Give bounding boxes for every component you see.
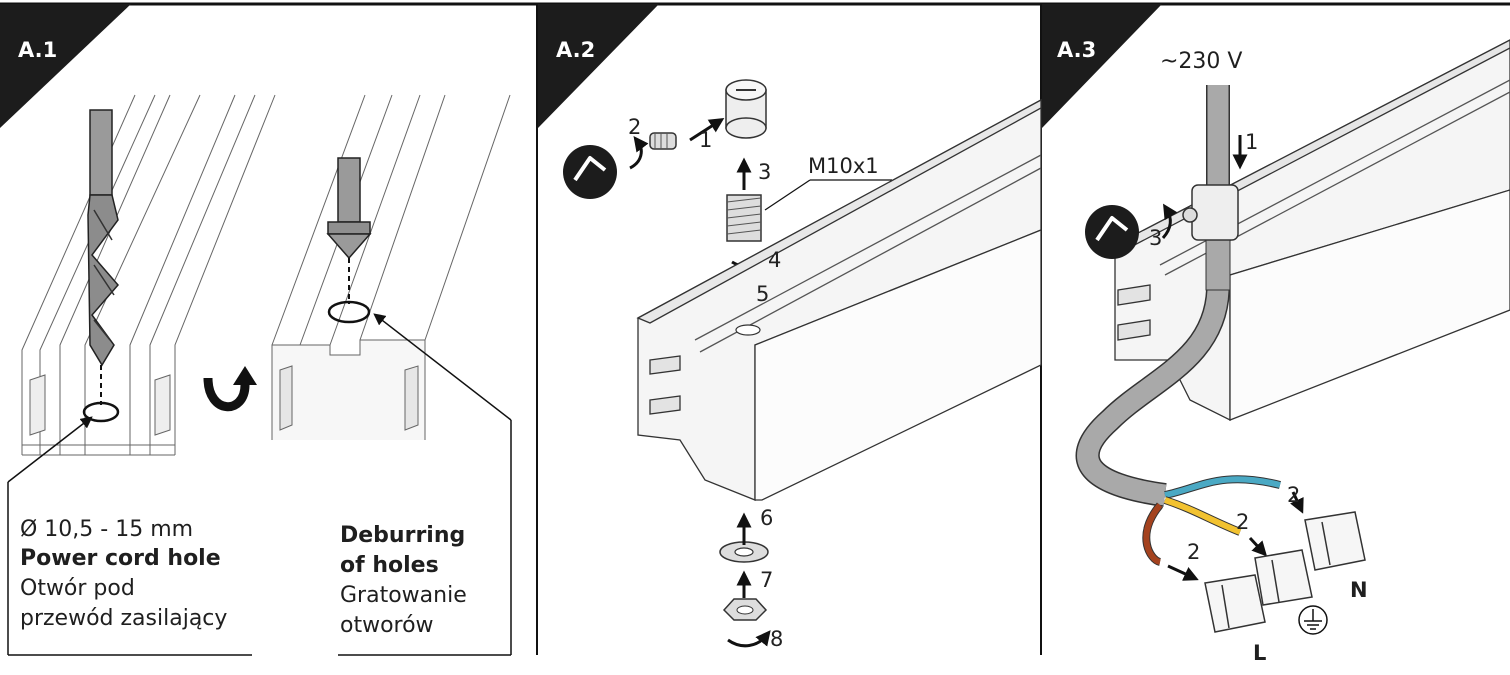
drill-bit: [87, 109, 119, 367]
hole-pl-line1: Otwór pod: [20, 576, 135, 601]
panel-a2-illustration: [563, 79, 1042, 648]
rail-profile: [636, 98, 1042, 501]
grub-screw: [649, 132, 677, 150]
connector-earth: [1254, 549, 1313, 606]
a3-step-2-earth: 2: [1236, 510, 1250, 534]
cable-gland: [1182, 184, 1239, 241]
corner-tab-a2: [538, 4, 659, 128]
hole-title-text: Power cord hole: [20, 546, 221, 571]
a3-step-2-l: 2: [1187, 540, 1201, 564]
panel-a3-illustration: [1075, 39, 1510, 635]
profile-right: [271, 94, 511, 440]
a2-step-7: 7: [760, 568, 774, 592]
connector-l: [1204, 574, 1266, 633]
a2-step-5: 5: [756, 282, 770, 306]
panel-label-a1: A.1: [18, 38, 58, 62]
a2-step-2: 2: [628, 115, 642, 139]
connector-n: [1304, 511, 1366, 571]
deburr-hole-marker: [327, 300, 371, 324]
panel-a1-illustration: [7, 94, 512, 656]
a2-step-1: 1: [699, 128, 713, 152]
deburr-pl-line2: otworów: [340, 613, 434, 638]
hole-pl-line2: przewód zasilający: [20, 606, 228, 631]
wire-label-l: L: [1253, 641, 1267, 665]
deburr-title-line2: of holes: [340, 553, 439, 578]
a3-step-3: 3: [1149, 226, 1163, 250]
a3-step-1: 1: [1245, 130, 1259, 154]
deburr-pl-line1: Gratowanie: [340, 583, 467, 608]
thread-label: M10x1: [808, 154, 879, 178]
profile-left: [21, 94, 276, 456]
panel-label-a2: A.2: [556, 38, 596, 62]
threaded-stud: [726, 194, 762, 242]
panel-label-a3: A.3: [1057, 38, 1097, 62]
corner-tab-a1: [0, 4, 131, 128]
hex-key-icon-a3: [1085, 205, 1139, 259]
cylinder-nut: [725, 79, 767, 139]
a2-step-6: 6: [760, 506, 774, 530]
a3-step-2-n: 2: [1287, 483, 1301, 507]
deburr-title-line1: Deburring: [340, 523, 466, 548]
voltage-label: ~230 V: [1160, 49, 1243, 74]
hole-size-text: Ø 10,5 - 15 mm: [20, 517, 194, 542]
rotate-icon: [203, 366, 257, 412]
drill-hole-marker: [82, 401, 120, 423]
earth-symbol-icon: [1298, 605, 1328, 635]
a2-step-4: 4: [768, 248, 782, 272]
a2-step-3: 3: [758, 160, 772, 184]
corner-tab-a3: [1042, 4, 1162, 128]
deburring-tool: [326, 157, 372, 260]
hex-key-icon: [563, 145, 617, 199]
a2-step-8: 8: [770, 627, 784, 651]
wire-label-n: N: [1350, 578, 1368, 602]
